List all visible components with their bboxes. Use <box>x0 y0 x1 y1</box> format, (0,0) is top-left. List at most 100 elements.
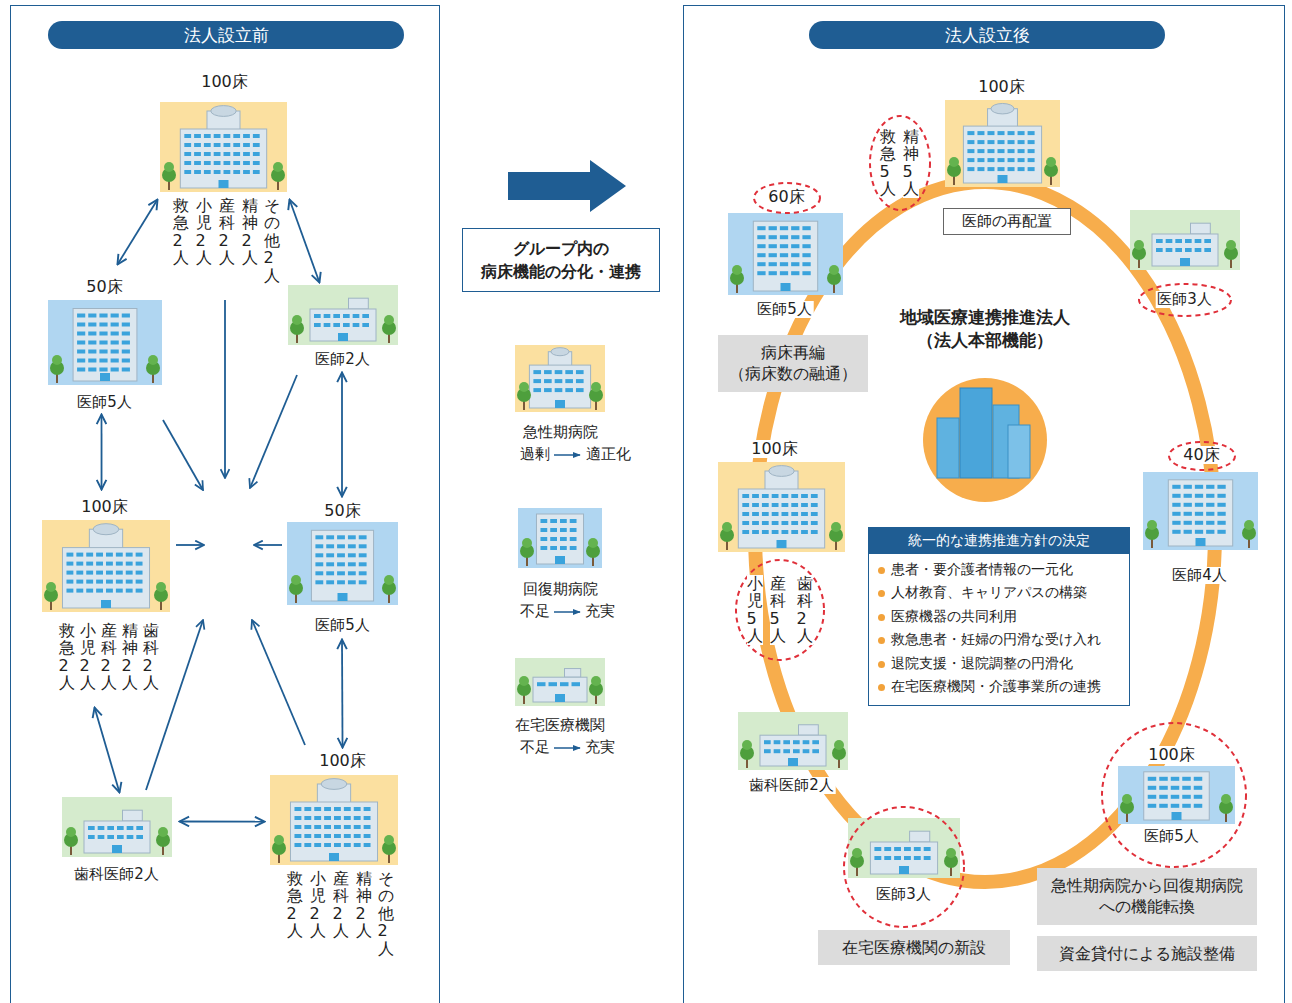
tree <box>946 848 956 858</box>
window <box>359 535 367 539</box>
window <box>66 562 73 566</box>
window <box>560 682 569 686</box>
icon-ground <box>42 520 170 612</box>
bed-count: 100床 <box>199 73 250 91</box>
window <box>253 134 260 138</box>
building <box>73 309 137 382</box>
window <box>359 562 367 566</box>
icon-ground <box>1143 472 1258 550</box>
window <box>66 589 73 593</box>
window <box>96 553 103 557</box>
policy-item: 退院支援・退院調整の円滑化 <box>869 652 1129 676</box>
tree <box>1134 240 1144 250</box>
window <box>348 553 356 557</box>
window <box>997 140 1004 144</box>
dome <box>991 103 1014 113</box>
window <box>762 521 769 525</box>
window <box>1156 239 1163 243</box>
window <box>997 149 1004 153</box>
window <box>88 341 96 345</box>
icon-ground <box>1118 766 1235 824</box>
icon-ground <box>1130 210 1240 270</box>
window <box>314 314 321 318</box>
window <box>757 226 765 230</box>
door <box>1196 538 1206 546</box>
window <box>333 323 340 327</box>
window <box>884 856 891 860</box>
door <box>219 180 229 188</box>
window <box>343 314 350 318</box>
panel-heading: 法人設立前 <box>48 21 404 49</box>
specialty-staff: 産科2人 <box>219 197 235 267</box>
tree <box>852 848 862 858</box>
window <box>96 562 103 566</box>
facility: 60床医師5人 <box>725 185 847 320</box>
window <box>1217 494 1225 498</box>
door <box>899 866 909 874</box>
window <box>184 134 191 138</box>
window <box>1217 530 1225 534</box>
window <box>1195 512 1203 516</box>
legend-note: 適正化 <box>584 445 633 464</box>
window <box>122 359 130 363</box>
window <box>122 314 130 318</box>
window <box>214 170 221 174</box>
window <box>1184 521 1192 525</box>
facility: 歯科医師2人 <box>55 793 180 885</box>
facility-icon <box>728 213 843 295</box>
window <box>354 816 361 820</box>
window <box>801 521 808 525</box>
window <box>353 323 360 327</box>
window <box>565 388 573 392</box>
window <box>304 816 311 820</box>
tree <box>1221 794 1231 804</box>
facility: 医師2人 <box>285 283 400 373</box>
window <box>533 388 541 392</box>
window <box>1166 239 1173 243</box>
window <box>1175 239 1182 243</box>
window <box>977 158 984 162</box>
window <box>742 530 749 534</box>
facility-icon <box>1143 472 1258 550</box>
policy-heading: 統一的な連携推進方針の決定 <box>869 528 1129 554</box>
window <box>243 143 250 147</box>
window <box>780 244 788 248</box>
window <box>1195 485 1203 489</box>
window <box>106 553 113 557</box>
window <box>243 161 250 165</box>
roof-unit <box>799 725 819 735</box>
window <box>324 816 331 820</box>
note-box: 急性期病院から回復期病院への機能転換 <box>1037 868 1257 925</box>
corporation-circle <box>923 378 1047 502</box>
window <box>314 834 321 838</box>
window <box>354 843 361 847</box>
window <box>99 350 107 354</box>
tree <box>1046 157 1056 167</box>
window <box>111 314 119 318</box>
box-text: グループ内の 病床機能の分化・連携 <box>469 237 653 283</box>
window <box>802 262 810 266</box>
window <box>354 825 361 829</box>
facility: 50床医師5人 <box>285 497 400 640</box>
building <box>310 309 376 341</box>
window <box>1028 131 1035 135</box>
door <box>777 540 787 548</box>
window <box>88 826 95 830</box>
tree <box>722 522 732 532</box>
window <box>111 332 119 336</box>
tree <box>1147 520 1157 530</box>
window <box>106 580 113 584</box>
specialty-staff: 小児5人 <box>747 575 763 645</box>
window <box>540 528 547 532</box>
legend-note: 過剰 <box>518 445 552 464</box>
tree <box>156 582 166 592</box>
window <box>1195 239 1202 243</box>
window <box>757 253 765 257</box>
window <box>122 368 130 372</box>
window <box>791 226 799 230</box>
window <box>344 816 351 820</box>
link-arrow <box>341 373 343 497</box>
specialty-staff: 救急2人 <box>173 197 189 267</box>
facility-icon <box>518 508 602 568</box>
window <box>106 589 113 593</box>
